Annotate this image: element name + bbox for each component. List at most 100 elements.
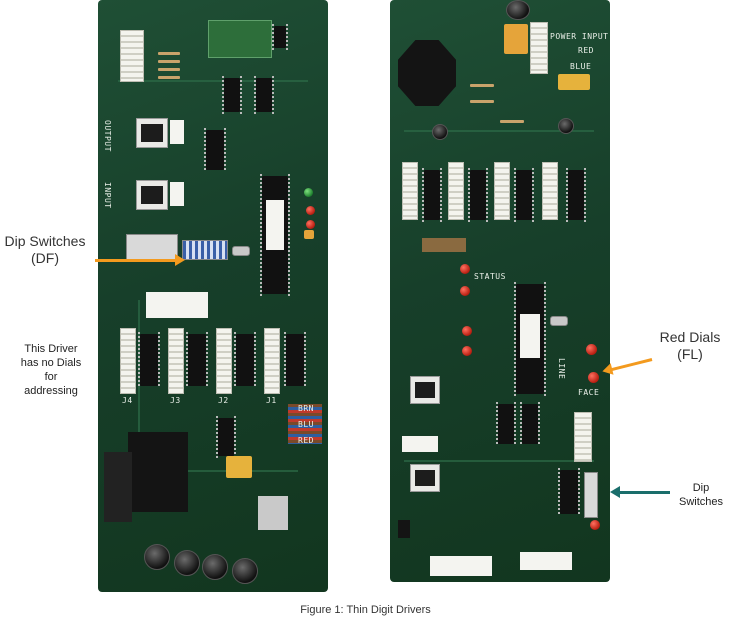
silk-j2: J2 (218, 396, 229, 405)
resistor (158, 60, 180, 63)
figure-caption: Figure 1: Thin Digit Drivers (300, 604, 431, 616)
resistor (158, 68, 180, 71)
silk-red: RED (578, 46, 594, 55)
ic-chip (234, 332, 256, 388)
right-driver-board: POWER INPUT RED BLUE STATUS FACE LINE (390, 0, 610, 582)
crystal (232, 246, 250, 256)
silk-red: RED (298, 436, 314, 445)
silk-power-input: POWER INPUT (550, 32, 609, 41)
ic-chip (566, 168, 586, 222)
capacitor (202, 554, 228, 580)
callout-dip-right-line1: Dip (692, 482, 710, 494)
callout-dip-right-line2: Switches (678, 496, 724, 508)
led-red (306, 206, 315, 215)
resistor (470, 100, 494, 103)
power-connector (530, 22, 548, 74)
chip-label (520, 314, 540, 358)
yellow-capacitor (226, 456, 252, 478)
rj-jack-output (136, 118, 168, 148)
led-green (304, 188, 313, 197)
ic-chip (422, 168, 442, 222)
silk-output: OUTPUT (103, 120, 112, 152)
capacitor (432, 124, 448, 140)
ic-chip (558, 468, 580, 516)
callout-no-dials-line1: This Driver (24, 343, 78, 355)
ic-chip (222, 76, 242, 114)
led-red (462, 326, 472, 336)
silk-blue: BLUE (570, 62, 592, 71)
ic-chip (272, 24, 288, 50)
connector-j2 (216, 328, 232, 394)
ic-chip (468, 168, 488, 222)
capacitor (506, 0, 530, 20)
resistor (500, 120, 524, 123)
relay (170, 120, 184, 144)
ic-chip (216, 416, 236, 458)
callout-no-dials-line4: addressing (24, 385, 78, 397)
connector-header (398, 520, 410, 538)
led-red (306, 220, 315, 229)
red-dial (586, 344, 597, 355)
silk-status: STATUS (474, 272, 506, 281)
regulator (104, 452, 132, 522)
callout-red-dials: Red Dials (FL) (650, 329, 730, 363)
connector (574, 412, 592, 462)
brown-component (422, 238, 466, 252)
pcb-trace (404, 460, 594, 462)
crystal (550, 316, 568, 326)
callout-dip-df-line1: Dip Switches (4, 233, 86, 249)
dip-switch-df (182, 240, 228, 260)
capacitor (174, 550, 200, 576)
connector-j4 (120, 328, 136, 394)
heatsink (128, 432, 188, 512)
power-connector (120, 30, 144, 82)
ic-chip (514, 168, 534, 222)
ic-chip (138, 332, 160, 388)
ic-chip (254, 76, 274, 114)
connector (542, 162, 558, 220)
callout-dip-right: Dip Switches (672, 481, 730, 509)
resistor (158, 76, 180, 79)
pcb-trace (404, 130, 594, 132)
capacitor (232, 558, 258, 584)
board-label (146, 292, 208, 318)
arrow-dip-right (610, 486, 670, 498)
yellow-capacitor (558, 74, 590, 90)
pcb-trace (118, 80, 308, 82)
connector (494, 162, 510, 220)
silk-input: INPUT (103, 182, 112, 209)
board-label (520, 552, 572, 570)
led-red (462, 346, 472, 356)
resistor (158, 52, 180, 55)
connector-j1 (264, 328, 280, 394)
relay (402, 436, 438, 452)
board-label (430, 556, 492, 576)
silk-j4: J4 (122, 396, 133, 405)
callout-dip-df: Dip Switches (DF) (0, 233, 90, 267)
connector-j3 (168, 328, 184, 394)
chip-label (266, 200, 284, 250)
arrow-red-dials (609, 358, 653, 372)
pcb-trace (118, 470, 298, 472)
dip-switch-block (126, 234, 178, 260)
ic-chip (186, 332, 208, 388)
silk-blu: BLU (298, 420, 314, 429)
silk-face: FACE (578, 388, 600, 397)
rj-jack (410, 376, 440, 404)
connector (402, 162, 418, 220)
rj-jack (410, 464, 440, 492)
callout-red-dials-line2: (FL) (677, 346, 703, 362)
heatsink (398, 40, 456, 106)
callout-red-dials-line1: Red Dials (659, 329, 721, 345)
power-wires (288, 404, 322, 444)
relay (170, 182, 184, 206)
rj-jack-input (136, 180, 168, 210)
callout-dip-df-line2: (DF) (31, 250, 59, 266)
orange-component (304, 230, 314, 239)
silk-brn: BRN (298, 404, 314, 413)
inductor (258, 496, 288, 530)
pcb-trace (138, 300, 140, 500)
resistor (470, 84, 494, 87)
callout-no-dials-line2: has no Dials (20, 357, 82, 369)
silk-line: LINE (557, 358, 566, 380)
